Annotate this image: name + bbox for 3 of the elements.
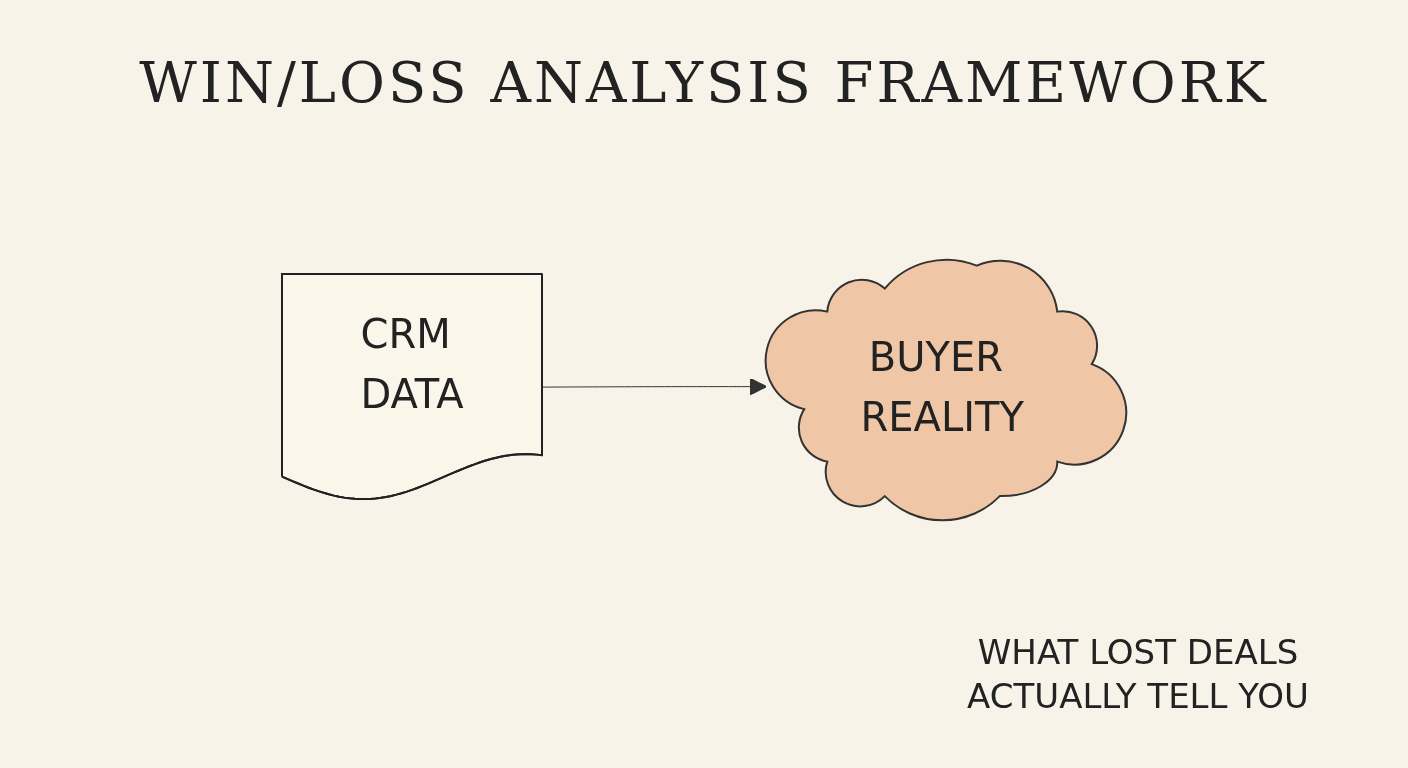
diagram-title: WIN/LOSS ANALYSIS FRAMEWORK bbox=[138, 50, 1270, 115]
caption: WHAT LOST DEALS ACTUALLY TELL YOU bbox=[966, 631, 1310, 719]
arrow bbox=[541, 377, 767, 396]
